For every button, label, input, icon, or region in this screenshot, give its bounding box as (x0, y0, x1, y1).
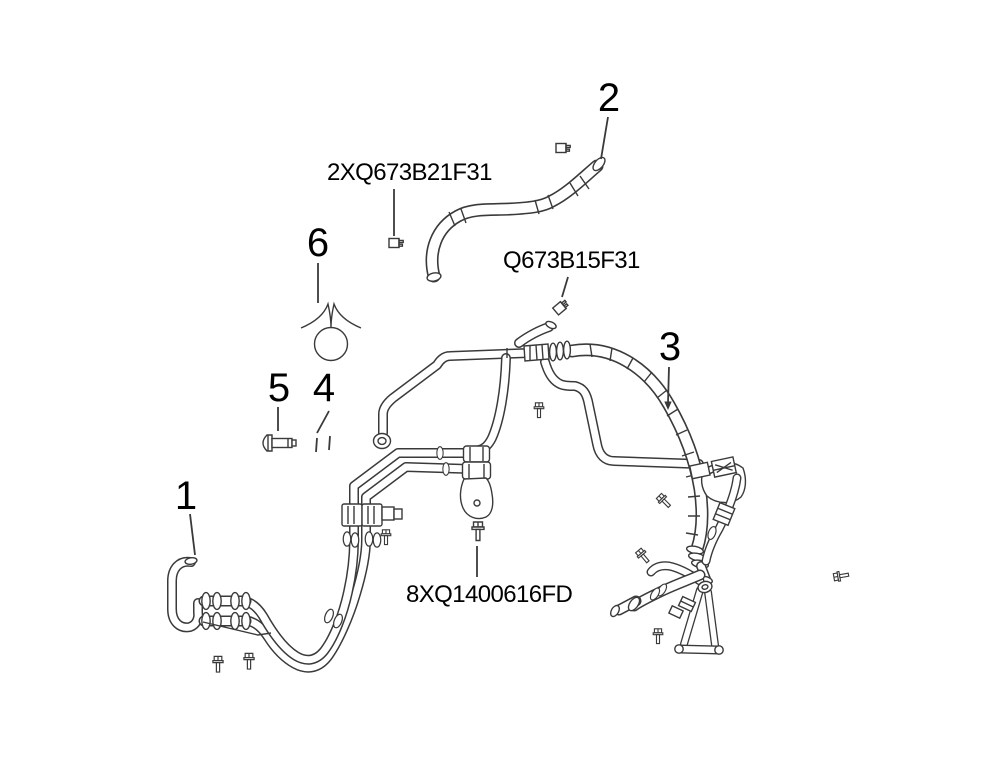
clip-icon (555, 142, 571, 154)
stub-hose (514, 322, 554, 348)
screw-icon (634, 546, 653, 566)
gear-end-assembly (609, 561, 724, 655)
leader-2 (600, 116, 609, 160)
drop-pipe-to-coupler (474, 353, 511, 455)
clamp-ring (342, 531, 352, 547)
return-hose (425, 156, 606, 283)
callout-4: 4 (313, 366, 335, 410)
pipe-ring (436, 446, 444, 460)
part-number-front-clip: 2XQ673B21F31 (327, 159, 492, 186)
bracket-leg-right (704, 588, 719, 649)
callout-1: 1 (175, 474, 197, 518)
twin-pipe-front-tube (238, 448, 475, 665)
clamp-ring (372, 532, 382, 548)
callout-2: 2 (598, 76, 620, 120)
coupler-sleeve-lower (461, 461, 492, 480)
cooler-clamp-ring (230, 591, 240, 611)
tube-nut-facets (347, 506, 375, 524)
bracket-hole (473, 499, 481, 507)
leader-3 (667, 366, 670, 404)
tube-nut-left (341, 503, 363, 527)
clip-icon (388, 237, 404, 249)
clip-icon (552, 298, 571, 316)
cooler-clamp-ring (212, 591, 222, 611)
screw-icon (243, 652, 255, 670)
leader-pn-rear-clip (561, 276, 569, 298)
cooler-clamp-ring (201, 591, 211, 611)
cooler-clamp-ring (241, 611, 251, 631)
hose-segment-ticks (448, 175, 590, 227)
junction-clamp-large (710, 456, 738, 478)
callouts: 1 2 3 4 5 6 2XQ673B21F31 Q673B15F31 8XQ1… (175, 76, 681, 608)
callout-3: 3 (659, 325, 681, 369)
bracket-base-cap (674, 644, 684, 654)
junction-clamp-small (688, 461, 711, 480)
mount-bracket-plate (459, 477, 494, 520)
bracket-top-fitting (697, 580, 713, 594)
round-fitting-hole (377, 436, 387, 446)
grommet-item6 (300, 301, 362, 362)
leader-1 (189, 513, 196, 556)
twin-pipe-rear-tube (240, 462, 475, 673)
callout-5: 5 (268, 366, 290, 410)
cooler-clamp-ring (201, 611, 211, 631)
bracket-base (674, 644, 724, 655)
screw-icon (533, 402, 545, 419)
leader-3-arrowhead (664, 401, 672, 410)
gear-clamp (677, 595, 697, 613)
bolt-item5 (262, 434, 297, 452)
screw-icon (832, 569, 850, 583)
stub-hose-cap (545, 320, 557, 330)
cooler-assembly (167, 556, 272, 636)
cooler-loop-tube (167, 556, 204, 633)
bellows-rib (548, 342, 558, 362)
callout-6: 6 (307, 221, 329, 265)
part-number-screw: 8XQ1400616FD (406, 581, 573, 608)
gear-hose-end-cap (609, 604, 621, 618)
clamp-ring (350, 532, 360, 548)
return-hose-tube (425, 159, 604, 283)
bracket-top-hole (701, 584, 709, 590)
pressure-pipe-run (540, 357, 704, 469)
part-number-rear-clip: Q673B15F31 (503, 247, 640, 274)
pipe-ring (442, 462, 450, 476)
screw-icon (654, 491, 674, 511)
coupler-detail (468, 447, 485, 478)
retainer-item4 (315, 410, 331, 453)
bracket-rod (202, 621, 272, 636)
hose-end-cap (592, 156, 606, 172)
down-pipe (701, 473, 742, 566)
coupler-sleeve-upper (462, 445, 491, 463)
supply-pipe-upper (378, 348, 533, 438)
bellows-rib (555, 341, 565, 361)
fasteners (212, 142, 850, 673)
gear-clamp-small (667, 604, 685, 620)
cooler-clamp-ring (212, 611, 222, 631)
hose-open-end (426, 272, 442, 282)
loop-end-cap (184, 556, 198, 566)
cooler-twin-lines (238, 446, 475, 673)
pressure-hose (514, 320, 713, 585)
screw-icon (652, 628, 664, 645)
center-pipes (341, 348, 704, 548)
bellows-rib (562, 340, 572, 360)
coupling-detail (529, 344, 544, 361)
down-pipe-connector (712, 501, 736, 527)
tube-nut-right (361, 503, 383, 527)
right-junction (688, 456, 747, 566)
screw-icon (380, 529, 392, 546)
cooler-clamp-ring (241, 591, 251, 611)
side-fitting (381, 506, 395, 521)
screw-icon (212, 655, 224, 673)
side-fitting-nut (393, 508, 403, 520)
bracket-base-cap (714, 645, 724, 655)
cooler-clamp-ring (230, 611, 240, 631)
pressure-hose-tube (565, 343, 709, 556)
bracket-leg-left (680, 586, 704, 648)
round-fitting (372, 432, 392, 450)
screw-icon (471, 521, 485, 542)
clamp-ring (364, 531, 374, 547)
